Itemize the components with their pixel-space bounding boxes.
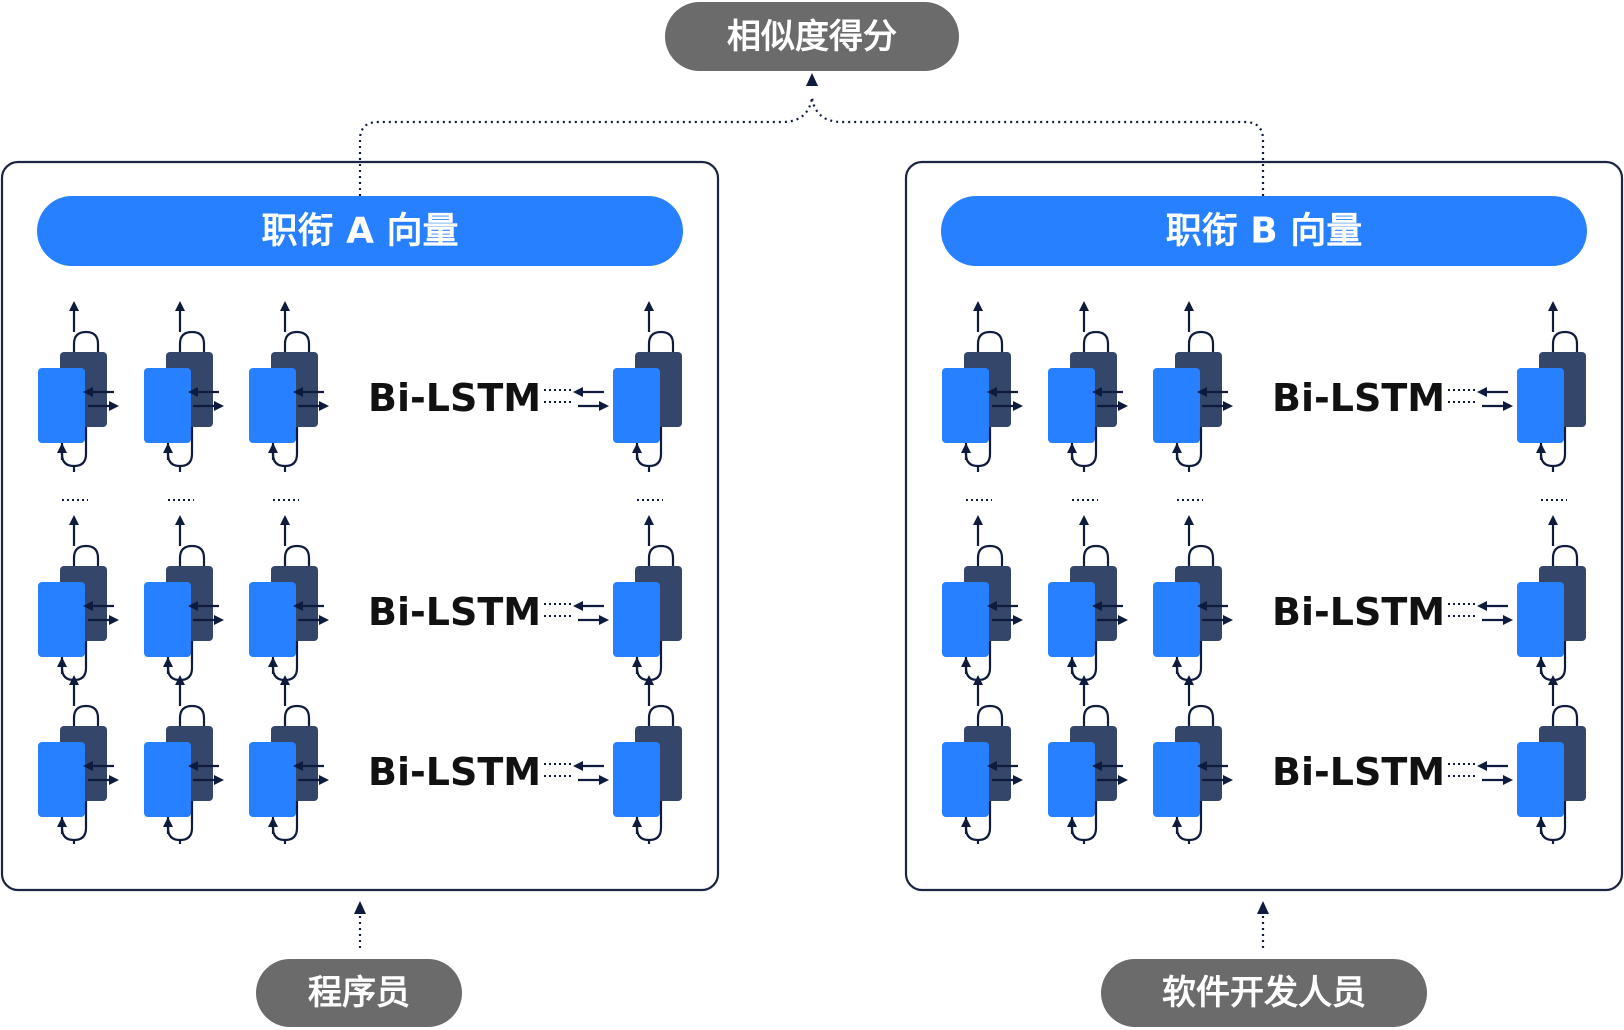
lstm-forward-cell	[38, 368, 85, 443]
lstm-forward-cell	[1048, 742, 1095, 817]
lstm-forward-cell	[1048, 368, 1095, 443]
lstm-forward-cell	[144, 368, 191, 443]
lstm-loop-top	[1187, 330, 1215, 352]
similarity-score-node: 相似度得分	[665, 2, 959, 71]
bilstm-layer: Bi-LSTM	[38, 675, 682, 844]
lstm-loop-top	[283, 330, 311, 352]
lstm-forward-cell	[1153, 742, 1200, 817]
title-vector-label: 职衔 B 向量	[1166, 211, 1363, 252]
lstm-forward-cell	[613, 582, 660, 657]
input-arrowhead-right	[1257, 901, 1269, 914]
bilstm-layer: Bi-LSTM	[942, 301, 1586, 472]
lstm-forward-cell	[1153, 368, 1200, 443]
lstm-loop-top	[976, 330, 1004, 352]
panel-frame	[904, 160, 1624, 892]
bilstm-layer: Bi-LSTM	[38, 515, 682, 684]
lstm-loop-top	[178, 544, 206, 566]
lstm-forward-cell	[1517, 582, 1564, 657]
lstm-forward-cell	[942, 742, 989, 817]
lstm-loop-top	[1082, 704, 1110, 726]
bilstm-layer-label: Bi-LSTM	[1272, 750, 1445, 794]
lstm-loop-top	[283, 704, 311, 726]
input-label-right: 软件开发人员	[1162, 973, 1366, 1013]
lstm-loop-top	[647, 544, 675, 566]
bilstm-layer-label: Bi-LSTM	[368, 750, 541, 794]
panel-frame	[0, 160, 720, 892]
input-label-left: 程序员	[308, 973, 410, 1013]
title-vector-label: 职衔 A 向量	[262, 211, 459, 252]
lstm-loop-top	[1551, 544, 1579, 566]
lstm-loop-top	[647, 704, 675, 726]
bilstm-layer: Bi-LSTM	[942, 515, 1586, 684]
lstm-forward-cell	[1048, 582, 1095, 657]
title-vector-node: 职衔 B 向量	[941, 196, 1587, 266]
lstm-forward-cell	[942, 368, 989, 443]
lstm-forward-cell	[38, 582, 85, 657]
lstm-forward-cell	[1517, 742, 1564, 817]
lstm-loop-top	[72, 544, 100, 566]
lstm-forward-cell	[1153, 582, 1200, 657]
lstm-loop-top	[1187, 704, 1215, 726]
input-node-left: 程序员	[256, 959, 462, 1027]
lstm-loop-top	[976, 544, 1004, 566]
lstm-forward-cell	[144, 742, 191, 817]
lstm-loop-top	[72, 330, 100, 352]
lstm-loop-top	[178, 330, 206, 352]
lstm-forward-cell	[613, 742, 660, 817]
bilstm-layer-label: Bi-LSTM	[1272, 376, 1445, 420]
lstm-forward-cell	[144, 582, 191, 657]
panel-right: 职衔 B 向量 Bi-LSTM Bi-LSTM Bi-LSTM	[904, 160, 1624, 892]
lstm-loop-top	[976, 704, 1004, 726]
panel-left: 职衔 A 向量 Bi-LSTM Bi-LSTM Bi-LSTM	[0, 160, 720, 892]
lstm-forward-cell	[1517, 368, 1564, 443]
lstm-loop-top	[1551, 330, 1579, 352]
lstm-forward-cell	[249, 582, 296, 657]
lstm-forward-cell	[942, 582, 989, 657]
input-arrows	[358, 914, 1265, 948]
lstm-forward-cell	[249, 368, 296, 443]
similarity-score-label: 相似度得分	[727, 17, 897, 57]
lstm-loop-top	[1082, 544, 1110, 566]
similarity-connectors	[358, 97, 1265, 196]
lstm-loop-top	[72, 704, 100, 726]
lstm-loop-top	[1187, 544, 1215, 566]
bilstm-layer: Bi-LSTM	[38, 301, 682, 472]
title-vector-node: 职衔 A 向量	[37, 196, 683, 266]
lstm-forward-cell	[38, 742, 85, 817]
lstm-forward-cell	[249, 742, 296, 817]
lstm-loop-top	[647, 330, 675, 352]
lstm-forward-cell	[613, 368, 660, 443]
bilstm-layer-label: Bi-LSTM	[1272, 590, 1445, 634]
lstm-loop-top	[1551, 704, 1579, 726]
bilstm-layer-label: Bi-LSTM	[368, 376, 541, 420]
lstm-loop-top	[1082, 330, 1110, 352]
input-node-right: 软件开发人员	[1101, 959, 1427, 1027]
bilstm-layer-label: Bi-LSTM	[368, 590, 541, 634]
similarity-arrowhead	[806, 73, 818, 86]
input-arrowhead-left	[354, 901, 366, 914]
lstm-loop-top	[178, 704, 206, 726]
bilstm-layer: Bi-LSTM	[942, 675, 1586, 844]
lstm-loop-top	[283, 544, 311, 566]
